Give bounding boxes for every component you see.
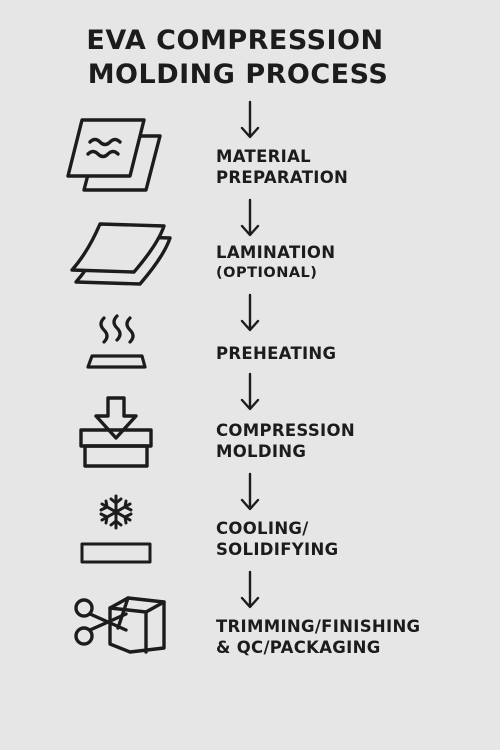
step-preheating: PREHEATING <box>216 343 336 364</box>
step-label-line-2: (OPTIONAL) <box>216 265 318 281</box>
step-material-preparation: MATERIAL PREPARATION <box>216 146 348 188</box>
sheets-icon <box>64 114 164 196</box>
step-label-line-1: COMPRESSION <box>216 421 355 440</box>
arrow-down-icon <box>240 100 260 140</box>
step-label-line-2: PREPARATION <box>216 168 349 187</box>
title-line-1: EVA COMPRESSION <box>86 25 384 56</box>
step-label-line-1: MATERIAL <box>216 147 311 166</box>
step-label-line-1: TRIMMING/FINISHING <box>216 617 421 636</box>
arrow-down-icon <box>240 472 260 512</box>
press-mold-icon <box>78 394 154 470</box>
arrow-down-icon <box>240 293 260 333</box>
layered-sheets-icon <box>70 220 174 290</box>
step-lamination: LAMINATION (OPTIONAL) <box>216 242 335 284</box>
snowflake-icon <box>78 492 154 568</box>
step-label-line-2: SOLIDIFYING <box>216 540 339 559</box>
arrow-down-icon <box>240 372 260 412</box>
step-label-line-1: COOLING/ <box>216 519 309 538</box>
heat-plate-icon <box>82 314 152 372</box>
scissors-box-icon <box>70 592 170 656</box>
step-cooling-solidifying: COOLING/ SOLIDIFYING <box>216 518 338 560</box>
title-line-2: MOLDING PROCESS <box>87 59 389 90</box>
page-title: EVA COMPRESSION MOLDING PROCESS <box>0 24 470 92</box>
step-label-line-2: MOLDING <box>216 442 307 461</box>
step-trimming-finishing: TRIMMING/FINISHING & QC/PACKAGING <box>216 616 420 658</box>
step-compression-molding: COMPRESSION MOLDING <box>216 420 355 462</box>
arrow-down-icon <box>240 570 260 610</box>
step-label-line-1: LAMINATION <box>216 243 336 262</box>
arrow-down-icon <box>240 198 260 238</box>
step-label-line-2: & QC/PACKAGING <box>216 638 381 657</box>
step-label-line-1: PREHEATING <box>216 344 337 363</box>
